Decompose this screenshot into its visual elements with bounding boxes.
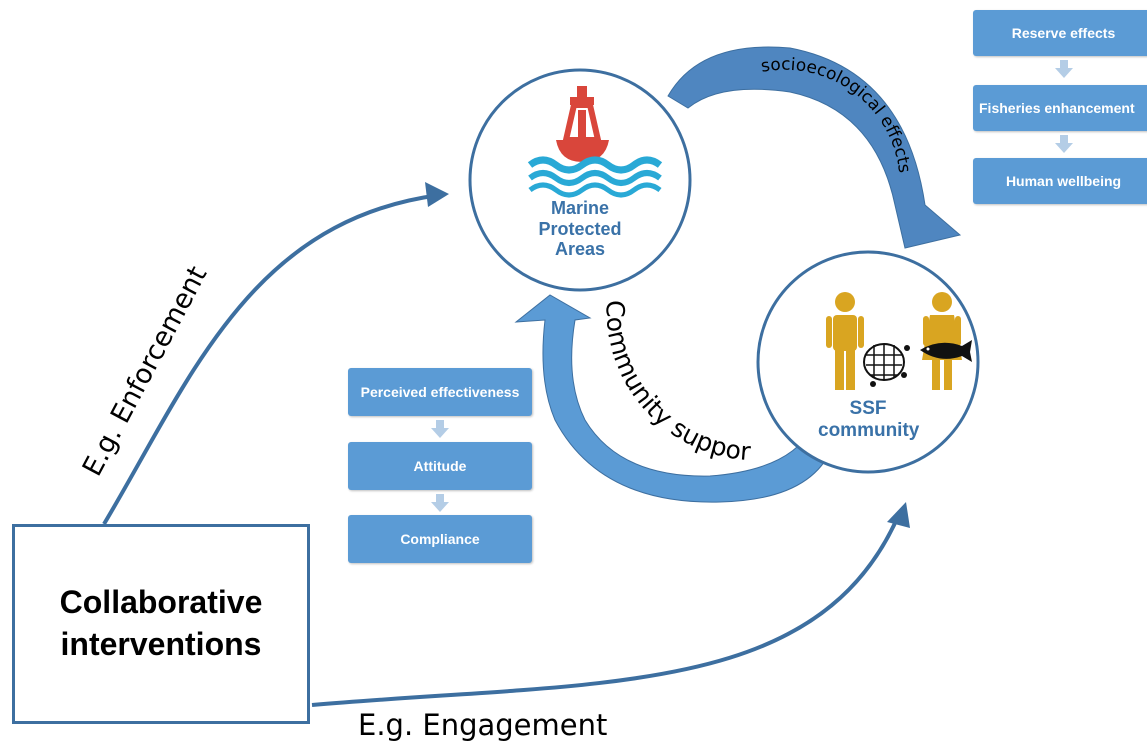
engagement-arrowhead [887,502,910,528]
community-support-arrow [514,294,833,503]
enforcement-arrow [102,193,441,526]
step-arrow-icon [1055,135,1073,153]
step-arrow-icon [1055,60,1073,78]
fisheries-enhancement-box: Fisheries enhancement [973,85,1147,131]
compliance-box: Compliance [348,515,532,563]
reserve-effects-box: Reserve effects [973,10,1147,56]
step-arrow-icon [431,494,449,512]
human-wellbeing-box: Human wellbeing [973,158,1147,204]
collaborative-interventions-box: Collaborative interventions [12,524,310,724]
collaborative-interventions-label: Collaborative interventions [59,584,263,662]
step-arrow-icon [431,420,449,438]
mpa-label: Marine Protected Areas [538,198,622,260]
fishers-icon [826,292,972,390]
perceived-effectiveness-box: Perceived effectiveness [348,368,532,416]
buoy-icon [527,86,663,198]
engagement-arrow [311,511,902,707]
ssf-label: SSF community [818,398,920,441]
attitude-box: Attitude [348,442,532,490]
socioecological-arrow [667,46,962,249]
enforcement-arrowhead [425,182,449,207]
engagement-label: E.g. Engagement [358,708,608,742]
